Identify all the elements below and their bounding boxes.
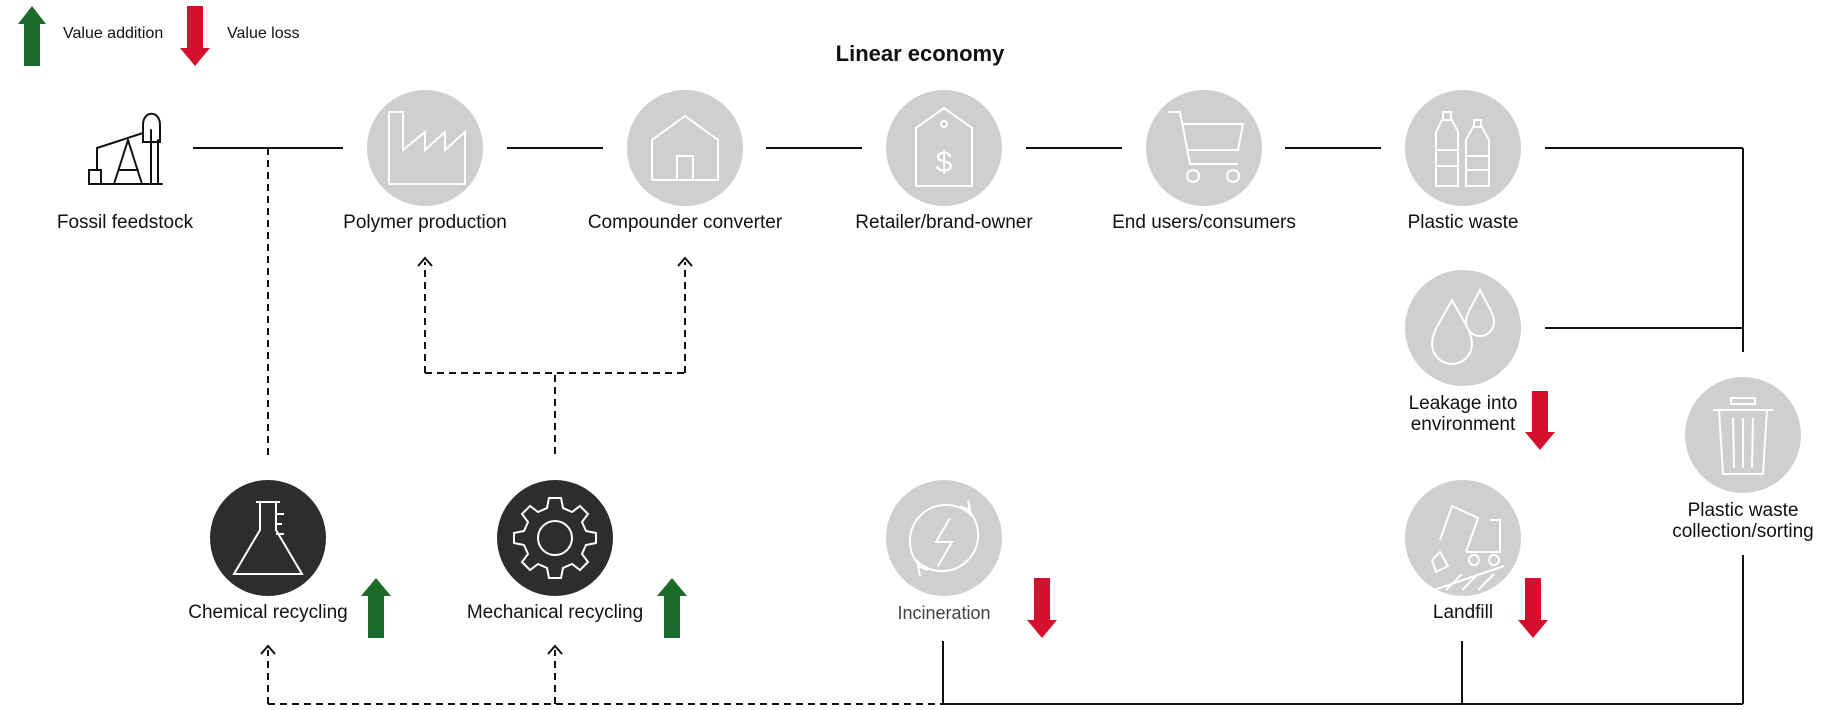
landfill-circle [1405,480,1521,596]
collection-label-line1: Plastic waste [1687,500,1799,521]
linear-flow-lines [193,147,1744,705]
chemical-value-addition-arrow [361,578,391,638]
recycling-dashed-lines [267,148,943,705]
mechanical-value-addition-arrow [657,578,687,638]
flask-icon [232,501,304,575]
gear-icon [513,497,597,579]
energy-recovery-icon [908,499,980,577]
legend-up-arrow [18,6,46,66]
building-icon [651,114,719,181]
factory-icon [388,111,466,185]
plastic-waste-circle [1405,90,1521,206]
diagram-title: Linear economy [835,41,1005,66]
legend-down-arrow [180,6,210,66]
dashed-arrowheads [260,256,693,655]
legend-value-addition-label: Value addition [63,25,164,42]
landfill-value-loss-arrow [1518,578,1548,638]
polymer-production-label: Polymer production [343,212,507,233]
legend-value-loss-label: Value loss [227,25,300,42]
trash-bin-icon [1713,397,1773,475]
fossil-feedstock-label: Fossil feedstock [56,212,194,233]
compounder-converter-label: Compounder converter [587,212,783,233]
bottles-icon [1435,111,1490,187]
shopping-cart-icon [1168,111,1245,183]
oil-pump-icon [88,112,163,185]
incineration-label: Incineration [897,603,991,623]
droplets-icon [1430,287,1496,365]
chemical-recycling-circle [210,480,326,596]
incineration-circle [886,480,1002,596]
landfill-label: Landfill [1432,602,1494,623]
value-addition-arrows [361,578,687,638]
chemical-recycling-label: Chemical recycling [188,602,348,623]
leakage-label-line2: environment [1410,414,1516,435]
end-users-consumers-label: End users/consumers [1112,212,1296,233]
grey-circles [367,90,1801,596]
leakage-value-loss-arrow [1525,391,1555,450]
end-users-circle [1146,90,1262,206]
dump-truck-icon [1431,504,1505,591]
leakage-circle [1405,270,1521,386]
price-tag-icon: $ [915,106,973,187]
compounder-converter-circle [627,90,743,206]
retailer-brand-owner-label: Retailer/brand-owner [855,212,1033,233]
value-loss-arrows [1027,391,1555,638]
collection-label-line2: collection/sorting [1672,521,1814,542]
mechanical-recycling-label: Mechanical recycling [466,602,644,623]
incineration-value-loss-arrow [1027,578,1057,638]
leakage-label-line1: Leakage into [1408,393,1518,414]
svg-text:$: $ [936,146,953,179]
plastic-waste-label: Plastic waste [1407,212,1519,233]
